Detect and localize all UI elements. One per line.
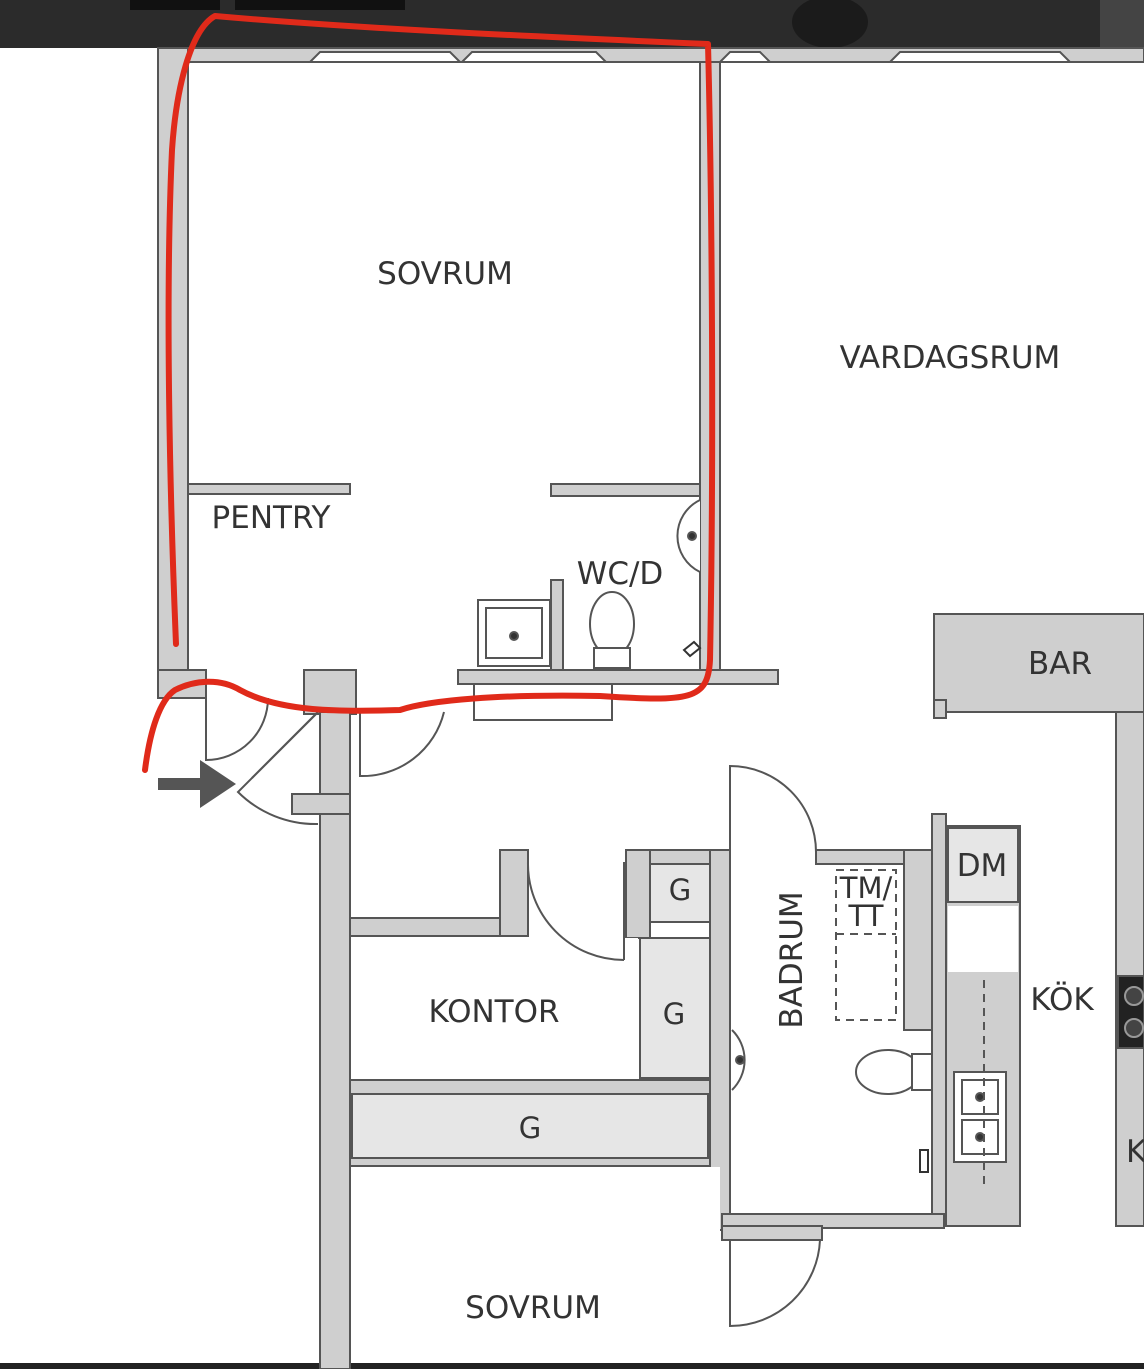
label-badrum: BADRUM bbox=[774, 891, 810, 1028]
storage-g-wide bbox=[351, 1093, 709, 1159]
label-pentry: PENTRY bbox=[212, 500, 331, 536]
kok-stove-burner-1 bbox=[1124, 986, 1144, 1006]
wall-right-edge bbox=[1115, 711, 1144, 1227]
storage-g-top bbox=[649, 863, 711, 923]
door-badrum bbox=[729, 764, 817, 853]
window-3 bbox=[717, 51, 773, 63]
label-kontor: KONTOR bbox=[428, 994, 559, 1030]
fixtures bbox=[477, 499, 1144, 1163]
label-sovrum-bottom: SOVRUM bbox=[465, 1290, 601, 1326]
label-g-top: G bbox=[669, 873, 691, 907]
window-1 bbox=[307, 51, 463, 63]
kok-sink-drain-2 bbox=[975, 1132, 985, 1142]
wall-kontor-bottom bbox=[349, 1079, 723, 1095]
wall-badrum-right-thin bbox=[931, 813, 947, 1227]
label-g-wide: G bbox=[519, 1111, 541, 1145]
wall-wc-inner bbox=[550, 579, 564, 671]
label-k-partial: K bbox=[1126, 1134, 1144, 1170]
floor-kok-counter-inner bbox=[948, 906, 1018, 972]
tm-tt-outline bbox=[835, 869, 897, 1021]
wc-toilet-bowl bbox=[589, 591, 635, 657]
photo-lamp bbox=[792, 0, 868, 48]
label-tm: TM/ bbox=[839, 871, 893, 905]
floor-kontor bbox=[352, 938, 638, 1078]
pentry-counter bbox=[473, 683, 613, 721]
photo-bright-edge bbox=[1100, 0, 1144, 48]
room-floors bbox=[190, 63, 1018, 1363]
door-entrance-leaf bbox=[251, 711, 319, 779]
label-wc-d: WC/D bbox=[577, 556, 664, 592]
floor-sovrum-top bbox=[190, 63, 698, 483]
windows bbox=[307, 51, 1073, 63]
wc-shower-symbol bbox=[682, 640, 702, 658]
wall-hall-stub bbox=[291, 793, 351, 815]
wall-badrum-bottom bbox=[721, 1213, 945, 1229]
wall-g-top-side bbox=[625, 849, 651, 939]
window-4 bbox=[887, 51, 1073, 63]
door-entrance-main bbox=[236, 711, 319, 826]
wall-kontor-top-left bbox=[349, 917, 501, 937]
door-sovrum-bottom bbox=[729, 1239, 821, 1328]
label-g-mid: G bbox=[663, 997, 685, 1031]
label-dm: DM bbox=[957, 848, 1008, 884]
floor-sovrum-bottom bbox=[352, 1167, 720, 1363]
bar-stand bbox=[933, 699, 947, 719]
kok-sink-drain-1 bbox=[975, 1092, 985, 1102]
door-entrance-left bbox=[205, 697, 269, 762]
photo-frame-left bbox=[130, 0, 220, 10]
floor-badrum bbox=[732, 866, 902, 1212]
storage bbox=[351, 827, 1019, 1159]
label-tt: TT bbox=[848, 899, 884, 933]
badrum-sink-drain bbox=[735, 1055, 745, 1065]
kok-stove-burner-2 bbox=[1124, 1018, 1144, 1038]
label-sovrum-top: SOVRUM bbox=[377, 256, 513, 292]
wc-toilet-tank bbox=[593, 647, 631, 669]
label-vardagsrum: VARDAGSRUM bbox=[840, 340, 1061, 376]
window-2 bbox=[459, 51, 609, 63]
drain-symbols bbox=[682, 640, 929, 1173]
badrum-toilet-tank bbox=[911, 1053, 933, 1091]
doors bbox=[205, 683, 821, 1328]
dashed-lines bbox=[835, 869, 985, 1190]
bottom-edge bbox=[0, 1363, 1144, 1369]
storage-dm bbox=[947, 827, 1019, 903]
wall-sovrum-bottom-top bbox=[721, 1225, 823, 1241]
bar-counter bbox=[933, 613, 1144, 713]
door-kontor bbox=[526, 861, 625, 961]
badrum-toilet-bowl bbox=[855, 1049, 921, 1095]
door-hall bbox=[359, 711, 445, 778]
wall-wc-bottom bbox=[457, 669, 779, 685]
storage-g-mid bbox=[639, 937, 711, 1079]
photo-frame-mid bbox=[235, 0, 405, 10]
wall-pentry-partition bbox=[187, 483, 351, 495]
pentry-sink-drain bbox=[509, 631, 519, 641]
label-kok: KÖK bbox=[1030, 981, 1094, 1018]
badrum-shower-symbol bbox=[919, 1149, 929, 1173]
red-highlight-outline bbox=[142, 13, 716, 773]
wall-kontor-top-post bbox=[499, 849, 529, 937]
wc-sink-drain bbox=[687, 531, 697, 541]
wall-g-wide-bottom bbox=[349, 1157, 723, 1167]
wall-wc-top bbox=[550, 483, 702, 497]
entrance-arrow-icon bbox=[158, 760, 236, 808]
label-bar: BAR bbox=[1028, 646, 1092, 682]
